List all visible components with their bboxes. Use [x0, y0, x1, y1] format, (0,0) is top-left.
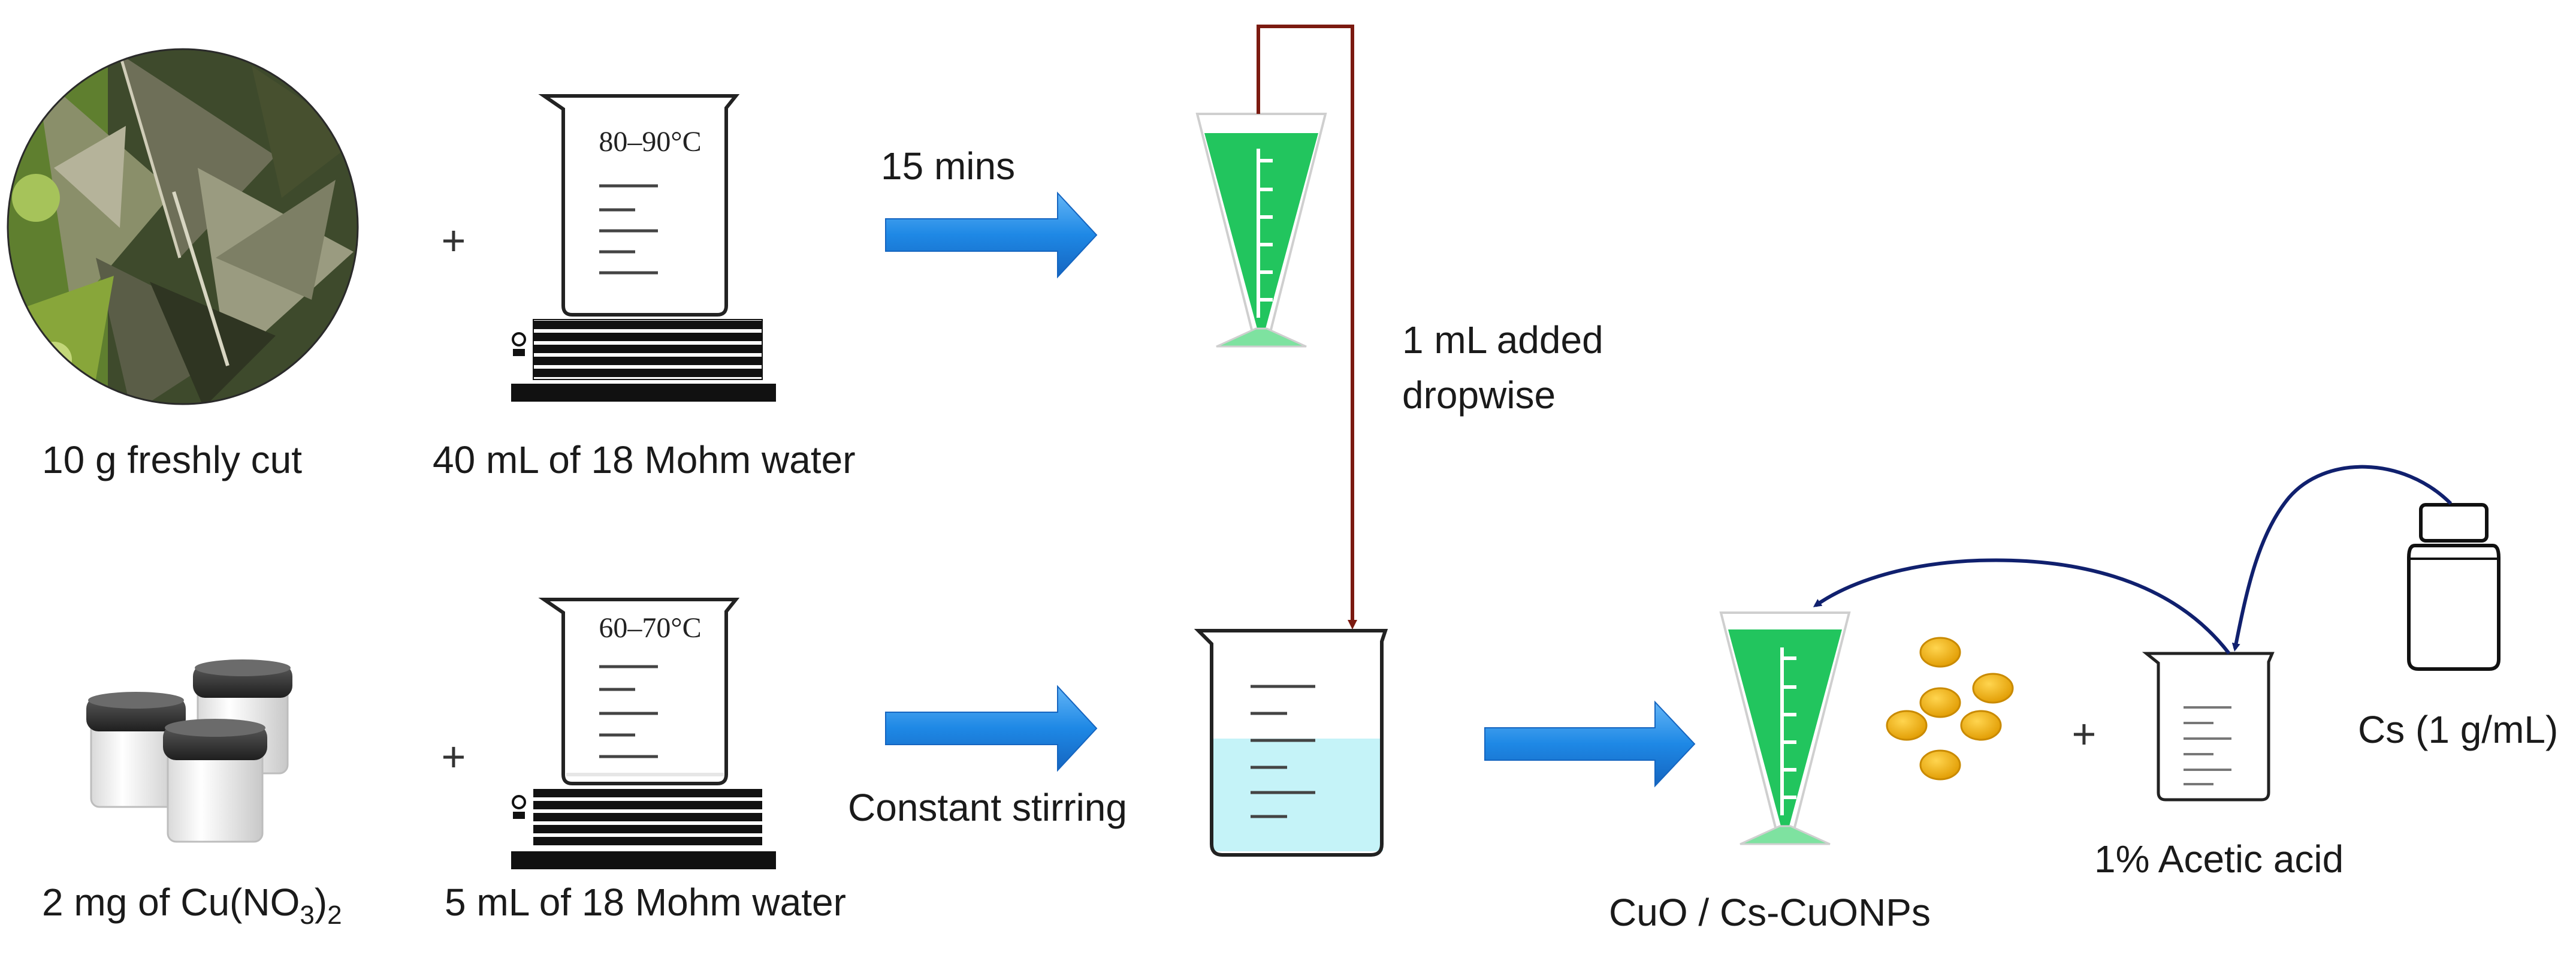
salt-label-sub1: 3	[300, 900, 315, 930]
water-top-label: 40 mL of 18 Mohm water	[433, 438, 856, 481]
dropwise-connector	[1257, 25, 1357, 629]
process-arrow-right	[1484, 700, 1696, 788]
nanoparticles	[1886, 637, 2014, 781]
time-label: 15 mins	[881, 144, 1016, 188]
temperature-label-top: 80–90°C	[599, 126, 701, 158]
acetic-label: 1% Acetic acid	[2094, 838, 2344, 881]
temperature-label-bottom: 60–70°C	[599, 612, 701, 644]
added-label: 1 mL added	[1402, 318, 1603, 361]
dropwise-label: dropwise	[1402, 373, 1556, 417]
water-bottom-label: 5 mL of 18 Mohm water	[445, 881, 846, 924]
acetic-to-product-arrow	[1813, 558, 2231, 655]
plus-sign-top: +	[442, 217, 466, 264]
process-arrow-middle	[885, 685, 1098, 772]
salt-label-mid: )	[314, 881, 328, 924]
beaker-on-hotplate-top: 80–90°C	[511, 94, 776, 402]
chitosan-to-acetic-arrow	[2231, 465, 2453, 652]
leaves-photo	[7, 48, 359, 405]
reaction-beaker	[1194, 629, 1388, 857]
product-label: CuO / Cs-CuONPs	[1609, 891, 1931, 934]
leaves-label: 10 g freshly cut	[42, 438, 302, 481]
salt-label: 2 mg of Cu(NO3)2	[42, 880, 342, 930]
copper-nitrate-jars	[86, 659, 292, 843]
beaker-on-hotplate-bottom: 60–70°C	[511, 598, 776, 869]
plant-extract-flask	[1195, 113, 1327, 348]
plus-sign-right: +	[2072, 710, 2097, 757]
chitosan-bottle	[2407, 503, 2500, 671]
product-flask	[1719, 611, 1851, 845]
acetic-acid-beaker	[2142, 652, 2275, 802]
plus-sign-bottom: +	[442, 733, 466, 780]
salt-label-sub2: 2	[327, 900, 342, 930]
stirring-label: Constant stirring	[848, 786, 1127, 829]
chitosan-label: Cs (1 g/mL)	[2358, 708, 2559, 751]
salt-label-prefix: 2 mg of Cu(NO	[42, 881, 300, 924]
process-arrow-top	[885, 191, 1098, 279]
